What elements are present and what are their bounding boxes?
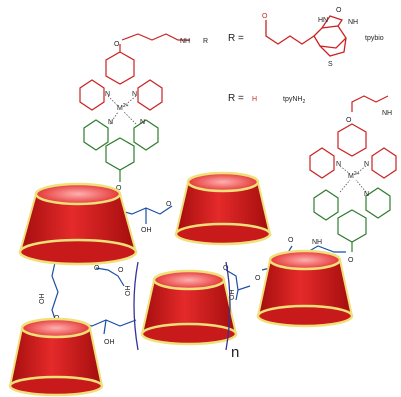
legend: R = O O HN NH S tpybio R = H tpyNH2: [228, 7, 384, 105]
legend-tpynh2-main: tpyNH: [283, 96, 302, 103]
complex-left-o2: O: [116, 185, 122, 192]
tl-n2: N: [132, 91, 137, 98]
cup-1: [18, 182, 138, 266]
linker-oh-5: OH: [229, 290, 236, 301]
tr-n3: N: [364, 191, 369, 198]
complex-left: O NH R N N M2+ N N O: [79, 33, 208, 192]
repeat-n: n: [231, 344, 239, 361]
complex-left-o: O: [114, 41, 120, 48]
tr-n2: N: [364, 161, 369, 168]
tl-n4: N: [140, 119, 145, 126]
linker-oh-2: OH: [39, 294, 46, 305]
repeat-bracket: [133, 261, 231, 351]
biotin-hn: HN: [318, 17, 328, 24]
terpy-bottom-right: [313, 187, 391, 252]
linker-o-6: O: [94, 265, 100, 272]
legend-h: H: [252, 96, 257, 103]
metal-right-charge: 2+: [354, 171, 360, 177]
metal-right-symbol: M: [348, 173, 354, 180]
cup-4: [256, 249, 354, 328]
tr-n1: N: [336, 161, 341, 168]
metal-left-symbol: M: [117, 105, 123, 112]
complex-left-nh: NH: [180, 38, 190, 45]
complex-right-nh: NH: [382, 110, 392, 117]
complex-left-r: R: [203, 38, 208, 45]
linker-oh-3: OH: [125, 286, 132, 297]
metal-left-charge: 2+: [123, 103, 129, 109]
legend-tpynh2: tpyNH2: [283, 96, 305, 105]
biotin-o-top: O: [336, 7, 342, 14]
terpy-bottom-left: [83, 119, 159, 182]
biotin-structure: [265, 15, 347, 57]
tl-n3: N: [108, 119, 113, 126]
tl-n1: N: [105, 91, 110, 98]
terpy-top-right: [309, 123, 397, 179]
linker-o-3: O: [166, 201, 172, 208]
linker-o-9: O: [223, 265, 229, 272]
legend-tpynh2-sub: 2: [302, 99, 305, 105]
biotin-s: S: [328, 61, 333, 68]
complex-right-o: O: [346, 117, 352, 124]
legend-r-equals-1: R =: [228, 33, 244, 44]
linker-oh-1: OH: [141, 227, 152, 234]
metal-left: M2+: [117, 103, 129, 112]
complex-right: O NH N N M2+ N O: [309, 95, 397, 264]
metal-right: M2+: [348, 171, 360, 180]
linker-nh-2: NH: [312, 239, 322, 246]
cup-3: [140, 269, 238, 346]
legend-tpybio: tpybio: [365, 35, 384, 42]
terpy-top-left: [79, 44, 163, 111]
cup-2: [174, 171, 272, 246]
linker-o-10: O: [255, 275, 261, 282]
biotin-o: O: [262, 13, 268, 20]
complex-right-o2: O: [348, 257, 354, 264]
linker-o-11: O: [288, 237, 294, 244]
biotin-nh: NH: [348, 19, 358, 26]
linker-o-7: O: [118, 267, 124, 274]
legend-r-equals-2: R =: [228, 93, 244, 104]
cup-5: [8, 317, 104, 397]
linker-oh-4: OH: [104, 339, 115, 346]
